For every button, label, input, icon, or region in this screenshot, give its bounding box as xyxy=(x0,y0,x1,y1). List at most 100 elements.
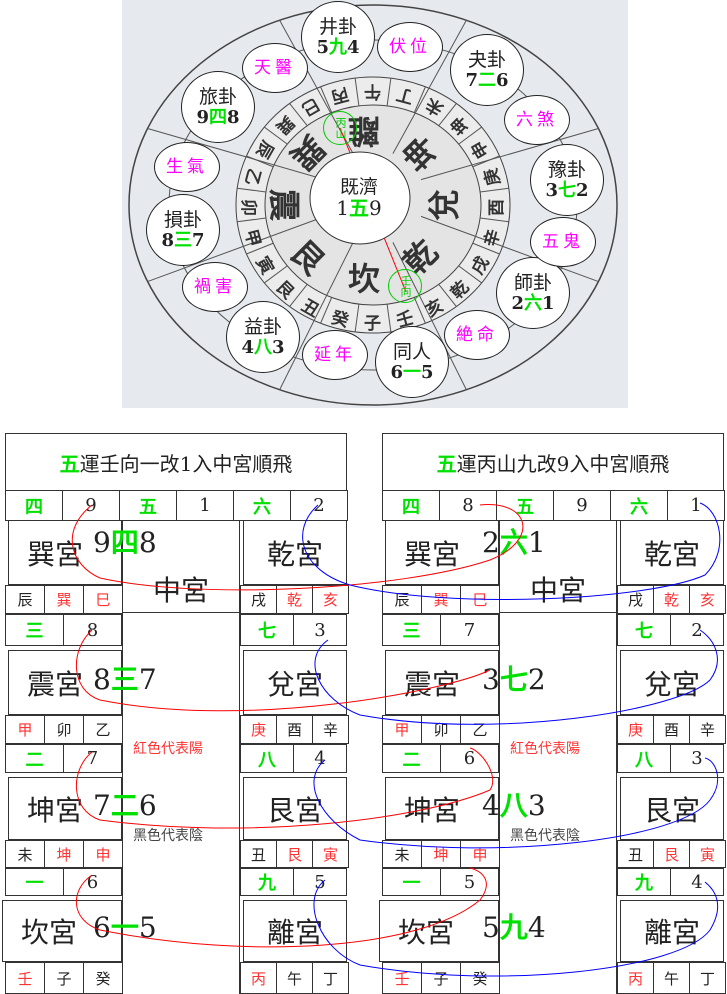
branch-cell: 巳 xyxy=(460,585,500,614)
right-number-cell: 2 xyxy=(670,614,724,646)
hexagram-right-number: 4 xyxy=(347,36,360,58)
branch-cell: 庚 xyxy=(617,715,654,744)
right-star-cell: 九 xyxy=(617,868,671,896)
mountain-divider xyxy=(320,297,333,324)
right-star-cell: 八 xyxy=(617,744,671,773)
sector-divider xyxy=(420,127,599,181)
hexagram-numbers: 3七2 xyxy=(545,179,589,201)
branch-cell: 巳 xyxy=(83,585,123,614)
palace-name: 坤宮 xyxy=(27,793,84,827)
branch-cell: 乙 xyxy=(460,715,500,744)
hexagram-name: 夬卦 xyxy=(467,48,506,71)
sector-divider xyxy=(279,242,354,390)
hexagram-right-number: 2 xyxy=(576,179,589,201)
star-name: 六煞 xyxy=(516,109,558,130)
center-palace-label: 中宮 xyxy=(153,574,210,607)
right-star-cell: 七 xyxy=(617,614,671,646)
mountain-label: 酉 xyxy=(487,199,507,216)
branch-cell: 午 xyxy=(653,962,690,994)
palace-name: 離宮 xyxy=(643,916,700,949)
note-red: 紅色代表陽 xyxy=(510,741,580,757)
period-star: 二 xyxy=(110,788,139,822)
star-name: 禍害 xyxy=(194,276,236,297)
mountain-divider xyxy=(480,187,509,193)
hexagram-right-number: 6 xyxy=(496,69,509,91)
branch-cell: 庚 xyxy=(240,715,277,744)
left-number-cell: 6 xyxy=(440,744,499,773)
branch-cell: 丙 xyxy=(240,962,277,994)
palace-name: 兌宮 xyxy=(266,667,323,701)
mountain-divider xyxy=(386,304,392,332)
hexagram-period-star: 四 xyxy=(209,106,227,128)
center-hexagram-name: 既濟 xyxy=(339,175,378,198)
star-circle: 延年 xyxy=(302,330,368,380)
hexagram-right-number: 3 xyxy=(272,336,285,358)
sitting-number: 6 xyxy=(93,911,111,944)
palace-name: 坎宮 xyxy=(398,916,455,949)
hexagram-left-number: 6 xyxy=(390,361,403,383)
hexagram-period-star: 八 xyxy=(254,336,272,358)
palace-name: 巽宮 xyxy=(27,537,84,571)
palace-flying-stars: 4八3 xyxy=(482,789,546,823)
hexagram-left-number: 4 xyxy=(241,336,254,358)
branch-cell: 申 xyxy=(83,840,123,868)
branch-cell: 巽 xyxy=(421,585,461,614)
palace-name: 艮宮 xyxy=(643,793,700,827)
branch-cell: 丙 xyxy=(617,962,654,994)
top-star-cell: 四 xyxy=(382,490,440,521)
palace-name: 離宮 xyxy=(266,916,323,949)
mountain-divider xyxy=(438,103,457,126)
wheel-rings xyxy=(128,4,618,406)
star-name: 延年 xyxy=(314,344,356,365)
palace-name: 震宮 xyxy=(27,667,84,701)
branch-cell: 丑 xyxy=(617,840,654,868)
facing-number: 5 xyxy=(138,911,157,944)
center-hexagram: 既濟 1五9 xyxy=(313,155,405,241)
branch-cell: 壬 xyxy=(5,962,45,994)
center-right-number: 9 xyxy=(369,196,382,221)
mountain-divider xyxy=(246,242,274,255)
facing-number: 6 xyxy=(138,788,157,822)
top-number-cell: 8 xyxy=(439,490,497,521)
mountain-divider xyxy=(413,297,426,324)
branch-cell: 癸 xyxy=(83,962,123,994)
period-star: 四 xyxy=(110,526,139,559)
palace-name: 艮宮 xyxy=(266,793,323,827)
right-palace-box: 兌宮 xyxy=(620,650,724,715)
branch-cell: 癸 xyxy=(460,962,500,994)
branch-cell: 巽 xyxy=(44,585,84,614)
sector-divider xyxy=(420,215,599,283)
title-period-star: 五 xyxy=(436,451,457,476)
sitting-number: 3 xyxy=(482,662,500,696)
hexagram-left-number: 2 xyxy=(511,292,524,314)
trigram-label: 兌 xyxy=(425,188,464,222)
hexagram-period-star: 二 xyxy=(478,69,496,91)
period-star: 七 xyxy=(499,662,528,696)
branch-cell: 甲 xyxy=(5,715,45,744)
star-circle: 絶命 xyxy=(444,310,510,360)
star-name: 絶命 xyxy=(456,324,498,345)
right-star-cell: 七 xyxy=(240,614,294,646)
trigram-label: 震 xyxy=(265,188,304,222)
star-name: 生氣 xyxy=(166,156,208,177)
mark-text: 壬向 xyxy=(399,275,412,297)
branch-cell: 未 xyxy=(382,840,422,868)
branch-cell: 戌 xyxy=(617,585,654,614)
branch-cell: 乾 xyxy=(276,585,313,614)
star-circle: 天醫 xyxy=(242,43,308,93)
sector-divider xyxy=(147,127,326,181)
right-palace-box: 艮宮 xyxy=(243,777,347,840)
branch-cell: 寅 xyxy=(312,840,349,868)
top-star-cell: 四 xyxy=(5,490,63,521)
mountain-divider xyxy=(458,265,482,284)
left-number-cell: 6 xyxy=(63,868,122,896)
branch-cell: 艮 xyxy=(653,840,690,868)
facing-number: 2 xyxy=(527,662,546,696)
branch-cell: 子 xyxy=(421,962,461,994)
sector-divider xyxy=(392,242,467,390)
mountain-divider xyxy=(386,78,392,106)
